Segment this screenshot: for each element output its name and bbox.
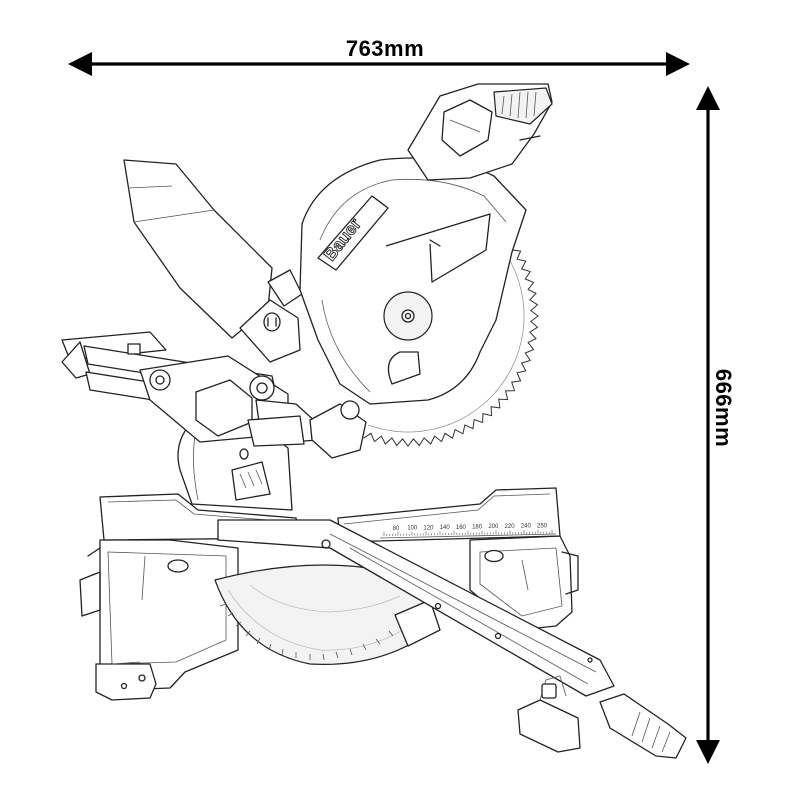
fence-scale-label: 200 — [488, 524, 499, 530]
fence-scale-label: 250 — [537, 523, 548, 529]
fence-scale-label: 160 — [456, 525, 467, 531]
saw-handle — [407, 83, 553, 181]
miter-scale-ticks — [219, 603, 406, 661]
fence-scale-label: 240 — [521, 524, 532, 530]
fence-scale-label: 120 — [423, 525, 434, 531]
head-pivot — [247, 400, 367, 459]
fence-scale-label: 80 — [393, 526, 400, 532]
fence-scale-label: 100 — [407, 526, 418, 532]
front-extension-arm — [217, 519, 687, 759]
blade-guard: Bauer — [123, 157, 539, 447]
width-dimension-arrow — [68, 52, 690, 76]
fence-scale-label: 140 — [440, 525, 451, 531]
fence-scale: 80 100 120 140 160 180 200 220 240 250 — [383, 523, 553, 536]
fence-scale-label: 180 — [472, 525, 483, 531]
width-dimension-label: 763mm — [345, 36, 425, 61]
height-dimension-label: 666mm — [711, 368, 736, 448]
fence-scale-label: 220 — [505, 524, 516, 530]
height-dimension-arrow — [696, 86, 720, 764]
